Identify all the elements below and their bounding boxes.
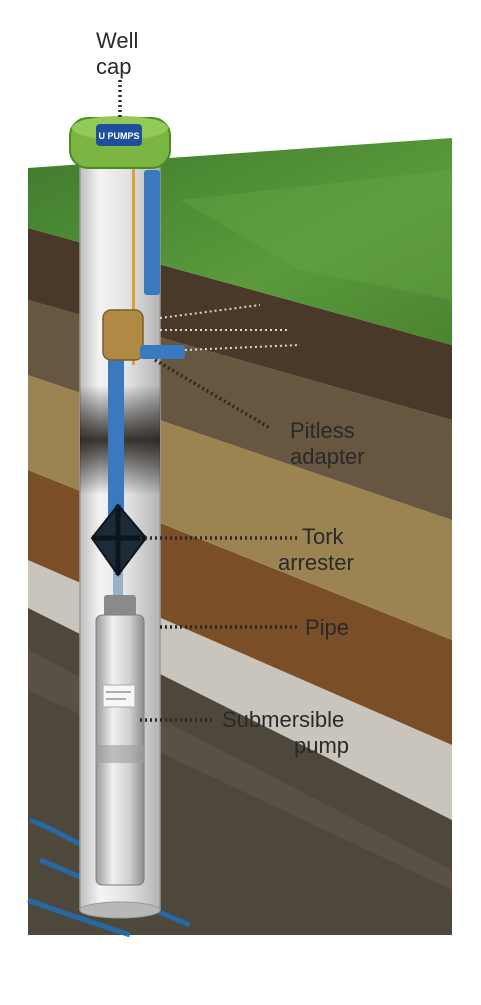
wire-orange: [132, 165, 135, 365]
label-pitless-adapter: Pitless adapter: [290, 418, 410, 470]
pump-top: [104, 595, 136, 617]
label-pump-line1: Submersible: [222, 707, 345, 732]
label-well-cap-line1: Well: [96, 28, 139, 53]
leader-lines: [118, 80, 300, 722]
pitless-dashes: [159, 304, 301, 351]
label-pipe-line1: Pipe: [305, 615, 350, 640]
grass-highlight: [180, 170, 452, 300]
cap-badge-text: U PUMPS: [98, 131, 139, 141]
label-tork-line2: arrester: [278, 550, 354, 575]
label-well-cap-line2: cap: [96, 54, 132, 79]
adapter-outlet: [140, 345, 185, 359]
adapter-body: [102, 309, 144, 361]
lower-pipe: [108, 345, 124, 520]
label-tork-arrester: Tork arrester: [278, 524, 398, 576]
label-pitless-line1: Pitless: [290, 418, 355, 443]
label-pump-line2: pump: [294, 733, 350, 758]
well-cap: U PUMPS: [69, 116, 171, 169]
label-tork-line1: Tork: [302, 524, 344, 549]
label-pitless-line2: adapter: [290, 444, 365, 469]
cap-badge-bg: [96, 124, 142, 146]
casing-bottom: [79, 901, 161, 919]
label-submersible-pump: Submersible pump: [222, 707, 372, 759]
upper-pipe: [144, 170, 160, 295]
pitless-adapter: [102, 309, 185, 361]
pump-ridges: [96, 745, 144, 763]
submersible-pump: [95, 595, 145, 886]
label-pipe: Pipe: [305, 615, 385, 641]
pitless-leader: [154, 358, 271, 430]
label-well-cap: Well cap: [96, 28, 176, 80]
pump-label: [102, 684, 136, 708]
